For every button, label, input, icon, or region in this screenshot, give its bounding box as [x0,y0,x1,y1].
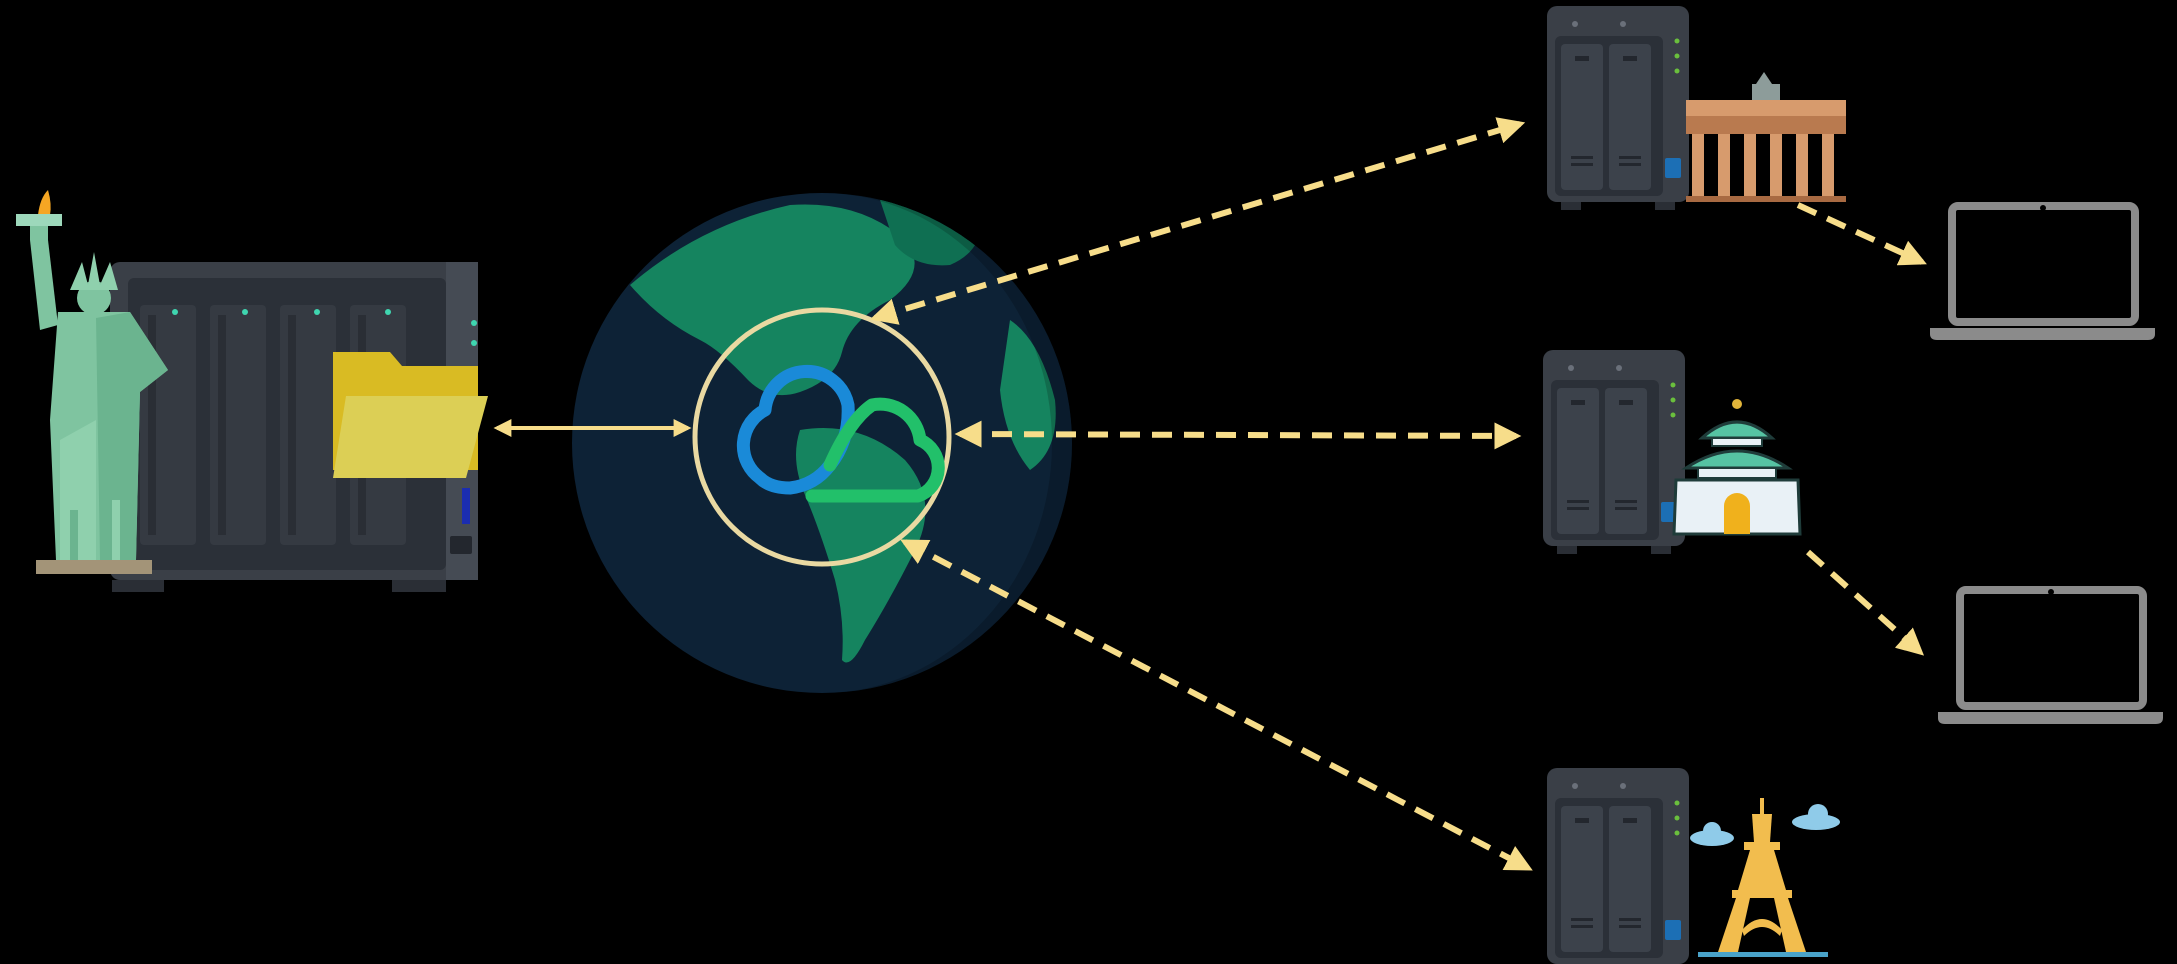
laptop-icon [1930,202,2155,340]
earth-globe-icon [572,193,1072,693]
globe-berlin-arrow [869,117,1526,325]
cloud-icon [1792,804,1840,830]
laptop-icon [1938,586,2163,724]
cloud-sync-icon [692,307,952,567]
remote-nas-berlin [1547,6,1689,210]
source-nas-icon [110,262,478,592]
globe-paris-arrow [900,539,1533,871]
remote-nas-paris [1547,768,1689,964]
globe-taipei-arrow [954,420,1522,450]
brandenburg-gate-icon [1686,72,1846,202]
taiwan-memorial-hall-icon [1672,399,1802,536]
eiffel-tower-icon [1698,798,1828,957]
statue-of-liberty-icon [16,190,168,574]
cloud-icon [1690,822,1734,846]
taipei-laptop-arrow [1806,549,1925,656]
remote-nas-taipei [1543,350,1685,554]
shared-folder-icon [333,352,488,478]
berlin-laptop-arrow [1796,202,1927,266]
